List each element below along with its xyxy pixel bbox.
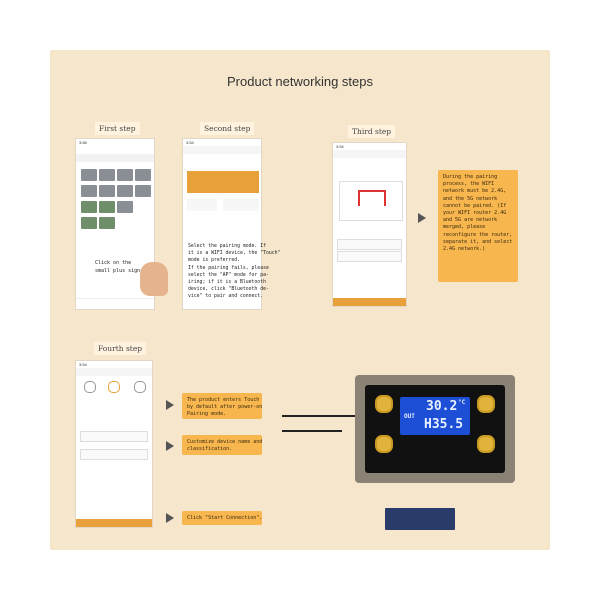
status-bar: 3:58 [79, 140, 87, 145]
second-step-label: Second step [200, 122, 255, 135]
step-circle-icon [108, 381, 120, 393]
device-classification-field[interactable] [80, 449, 148, 460]
device-list-header [76, 154, 154, 162]
device-tile [99, 201, 115, 213]
device-tile [117, 201, 133, 213]
fourth-step-label: Fourth step [94, 342, 147, 355]
device-button [477, 395, 495, 413]
device-button [375, 395, 393, 413]
device-tile [135, 169, 151, 181]
arrow-right-icon [166, 441, 174, 451]
next-button[interactable] [333, 298, 406, 306]
device-button [375, 435, 393, 453]
bottom-nav [76, 298, 154, 309]
router-icon [358, 190, 386, 206]
wifi-module-board [385, 508, 455, 530]
start-connection-button[interactable] [76, 519, 152, 527]
fourth-step-callout-name: Customize device name and classification… [182, 435, 262, 455]
second-step-note: Select the pairing mode. If it is a WIFI… [188, 244, 281, 300]
device-tile [81, 201, 97, 213]
status-bar: 3:54 [79, 362, 87, 367]
fourth-step-callout-start: Click "Start Connection". [182, 511, 262, 525]
device-tile [99, 185, 115, 197]
device-tile [117, 169, 133, 181]
third-step-label: Third step [348, 125, 396, 138]
connection-guidance-header [183, 146, 261, 154]
step-circle-icon [134, 381, 146, 393]
connect-device-header [76, 368, 152, 376]
arrow-right-icon [166, 513, 174, 523]
lcd-temperature: 30.2 [426, 399, 458, 414]
first-step-phone-screenshot: 3:58 [75, 138, 155, 310]
device-tile [99, 217, 115, 229]
sensor-cable [282, 415, 360, 417]
lcd-display: OUT 30.2 °C H35.5 [400, 397, 470, 435]
first-step-note: Click on the small plus sign [95, 260, 141, 274]
wifi-name-field[interactable] [337, 239, 402, 250]
status-bar: 3:54 [336, 144, 344, 149]
status-bar: 3:54 [186, 140, 194, 145]
page-title: Product networking steps [227, 74, 373, 89]
device-tile [81, 217, 97, 229]
third-step-callout: During the pairing process, the WIFI net… [438, 170, 518, 282]
second-step-phone-screenshot: 3:54 [182, 138, 262, 310]
arrow-right-icon [418, 213, 426, 223]
device-front-panel: OUT 30.2 °C H35.5 [365, 385, 505, 473]
bluetooth-device-option[interactable] [223, 199, 259, 211]
distribution-network-header [333, 150, 406, 158]
hand-icon [140, 262, 168, 296]
power-icon [477, 435, 495, 453]
ap-mode-option[interactable] [187, 199, 217, 211]
third-step-phone-screenshot: 3:54 [332, 142, 407, 307]
device-tile [81, 169, 97, 181]
step-circle-icon [84, 381, 96, 393]
thermostat-device-photo: OUT 30.2 °C H35.5 [355, 375, 515, 483]
lcd-temperature-unit: °C [458, 399, 466, 406]
device-tile [99, 169, 115, 181]
device-tile [135, 185, 151, 197]
device-name-field[interactable] [80, 431, 148, 442]
sensor-cable [282, 430, 342, 432]
arrow-right-icon [166, 400, 174, 410]
fourth-step-callout-default-mode: The product enters Touch by default afte… [182, 393, 262, 419]
device-tile [117, 185, 133, 197]
device-tile [81, 185, 97, 197]
first-step-label: First step [95, 122, 140, 135]
router-illustration [339, 181, 403, 221]
touch-mode-card[interactable] [187, 171, 259, 193]
lcd-humidity: H35.5 [424, 417, 464, 432]
wifi-password-field[interactable] [337, 251, 402, 262]
fourth-step-phone-screenshot: 3:54 [75, 360, 153, 528]
lcd-out-label: OUT [404, 413, 415, 420]
